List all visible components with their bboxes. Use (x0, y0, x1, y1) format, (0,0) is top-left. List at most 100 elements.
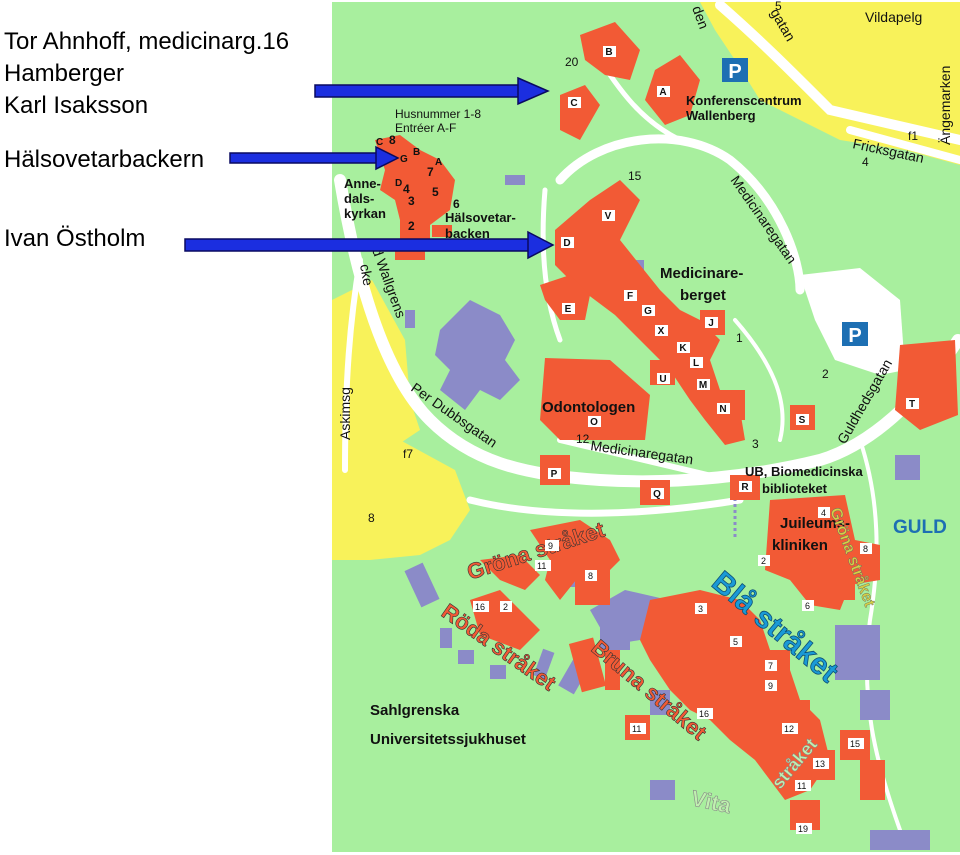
svg-text:P: P (728, 61, 741, 83)
svg-text:2: 2 (822, 367, 829, 381)
label-annedals-1: Anne- (344, 176, 381, 191)
svg-text:8: 8 (588, 571, 593, 581)
svg-text:3: 3 (752, 437, 759, 451)
label-halsovetar-1: Hälsovetar- (445, 210, 516, 225)
svg-text:11: 11 (797, 781, 806, 791)
parking-sign-north: P (722, 58, 748, 83)
svg-text:9: 9 (548, 541, 553, 551)
street-askimsg: Askimsg (337, 387, 353, 440)
svg-text:11: 11 (632, 724, 641, 734)
svg-text:C: C (376, 137, 383, 148)
svg-text:4: 4 (821, 508, 826, 518)
label-sahlgrenska-2: Universitetssjukhuset (370, 731, 526, 748)
label-annedals-2: dals- (344, 191, 374, 206)
svg-text:7: 7 (768, 661, 773, 671)
label-odontologen: Odontologen (542, 399, 635, 416)
svg-text:C: C (570, 98, 577, 109)
svg-text:M: M (699, 380, 707, 391)
svg-text:Q: Q (653, 489, 661, 500)
label-medicinare-1: Medicinare- (660, 265, 743, 282)
annotation-arrows (184, 76, 555, 260)
svg-text:4: 4 (403, 182, 410, 196)
svg-text:O: O (590, 417, 598, 428)
street-angemarken: Ängemarken (937, 66, 953, 145)
svg-text:8: 8 (389, 133, 396, 147)
label-guld: GULD (893, 517, 947, 538)
svg-text:11: 11 (537, 561, 546, 571)
roads (334, 0, 960, 832)
svg-text:R: R (741, 482, 749, 493)
label-medicinare-2: berget (680, 287, 726, 304)
svg-text:D: D (395, 178, 402, 189)
svg-text:E: E (565, 304, 572, 315)
svg-text:6: 6 (805, 601, 810, 611)
number-labels: 20 15 12 1 2 3 5 4 f1 f7 8 8 4 7 5 6 3 2… (368, 0, 918, 834)
annotation-ivan-ostholm: Ivan Östholm (4, 225, 146, 252)
svg-text:X: X (658, 326, 665, 337)
annotation-halsovetarbackern: Hälsovetarbackern (4, 146, 205, 173)
svg-text:B: B (413, 147, 420, 158)
svg-text:2: 2 (503, 602, 508, 612)
svg-text:3: 3 (698, 604, 703, 614)
label-jubileum-1: Juileums- (780, 515, 850, 532)
svg-text:5: 5 (733, 637, 738, 647)
label-halsovetar-2: backen (445, 226, 490, 241)
svg-text:4: 4 (862, 155, 869, 169)
street-vildapelg: Vildapelg (865, 9, 922, 25)
label-ub-2: biblioteket (762, 481, 828, 496)
svg-text:12: 12 (576, 432, 590, 446)
svg-text:7: 7 (427, 165, 434, 179)
svg-text:P: P (848, 325, 861, 347)
street-den: den (689, 4, 712, 31)
svg-text:f7: f7 (403, 447, 413, 461)
svg-text:D: D (563, 238, 570, 249)
label-jubileum-2: kliniken (772, 537, 828, 554)
svg-text:V: V (605, 211, 612, 222)
svg-text:T: T (909, 399, 915, 410)
svg-text:6: 6 (453, 197, 460, 211)
svg-text:8: 8 (863, 544, 868, 554)
svg-text:12: 12 (784, 724, 794, 734)
svg-text:N: N (719, 404, 726, 415)
label-wallenberg: Wallenberg (686, 108, 756, 123)
svg-text:A: A (659, 87, 666, 98)
svg-text:3: 3 (408, 194, 415, 208)
svg-text:G: G (400, 154, 408, 165)
label-ub-1: UB, Biomedicinska (745, 464, 864, 479)
svg-text:L: L (693, 358, 699, 369)
svg-text:20: 20 (565, 55, 579, 69)
label-sahlgrenska-1: Sahlgrenska (370, 702, 460, 719)
parking-area (800, 268, 905, 375)
yellow-area-southwest (332, 440, 470, 560)
arrow-to-halsovetarbacken (229, 145, 400, 171)
svg-text:A: A (435, 157, 442, 168)
parking-sign-east: P (842, 322, 868, 347)
annotation-tor-ahnhoff: Tor Ahnhoff, medicinarg.16 (4, 28, 290, 55)
arrow-to-konferens (314, 76, 550, 106)
svg-text:S: S (799, 415, 806, 426)
svg-text:15: 15 (850, 739, 860, 749)
arrow-to-medicinareberget (184, 230, 555, 260)
street-cke: cke (357, 263, 377, 287)
annotation-karl-isaksson: Karl Isaksson (4, 92, 149, 119)
annotation-hamberger: Hamberger (4, 60, 125, 87)
svg-text:F: F (627, 291, 633, 302)
svg-text:16: 16 (475, 602, 485, 612)
svg-text:P: P (551, 469, 558, 480)
label-konferens: Konferenscentrum (686, 93, 802, 108)
svg-text:2: 2 (761, 556, 766, 566)
route-vita: Vita (689, 785, 734, 818)
svg-text:19: 19 (798, 824, 808, 834)
svg-text:13: 13 (815, 759, 825, 769)
svg-text:G: G (644, 306, 652, 317)
svg-text:5: 5 (432, 185, 439, 199)
svg-text:K: K (679, 343, 687, 354)
svg-text:5: 5 (775, 0, 782, 13)
place-labels: Konferenscentrum Wallenberg Husnummer 1-… (344, 93, 947, 748)
svg-text:9: 9 (768, 681, 773, 691)
svg-text:8: 8 (368, 511, 375, 525)
label-annedals-3: kyrkan (344, 206, 386, 221)
svg-text:f1: f1 (908, 129, 918, 143)
